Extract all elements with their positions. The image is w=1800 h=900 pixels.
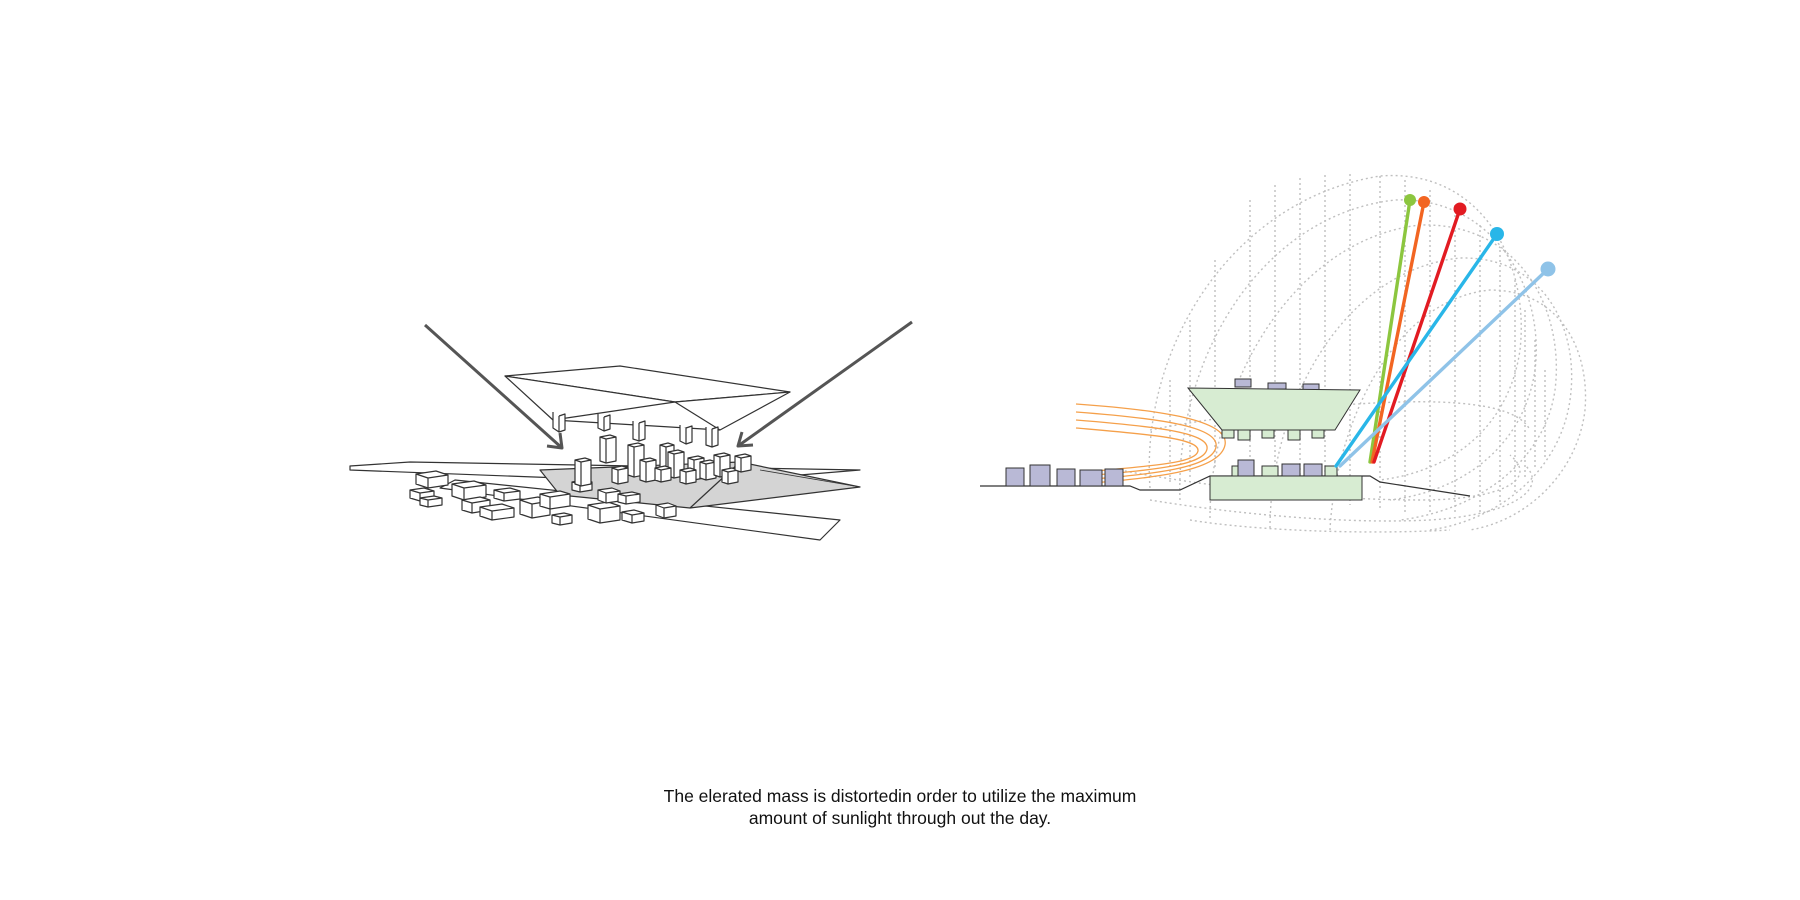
caption-line-1: The elerated mass is distortedin order t… <box>663 786 1137 806</box>
sun-ray-green <box>1368 198 1412 464</box>
sun-dot-lightblue <box>1540 261 1556 277</box>
sun-path-arcs <box>1119 174 1587 533</box>
arrow-left <box>423 323 564 450</box>
sun-dot-green <box>1404 194 1416 206</box>
sun-dot-red <box>1453 202 1467 216</box>
elevated-mass-section <box>1186 378 1361 441</box>
sun-ray-cyan <box>1334 232 1499 468</box>
podium <box>1209 459 1363 501</box>
sun-ray-red <box>1372 207 1462 464</box>
sun-dot-orange <box>1418 196 1430 208</box>
compression-arrows <box>423 320 913 450</box>
caption-line-2: amount of sunlight through out the day. <box>748 808 1052 828</box>
massing-diagram <box>349 320 913 541</box>
wind-lines <box>1075 403 1226 485</box>
sun-ray-orange <box>1370 200 1426 464</box>
sun-dot-cyan <box>1490 227 1504 241</box>
context-buildings <box>1005 464 1124 487</box>
sun-path-diagram <box>980 174 1587 533</box>
context-blocks <box>409 434 752 526</box>
elevated-mass <box>504 365 791 448</box>
sun-rays <box>1334 194 1556 468</box>
section-ground <box>980 475 1471 497</box>
diagram-caption: The elerated mass is distortedin order t… <box>560 785 1240 829</box>
arrow-right <box>737 320 913 448</box>
sun-ray-lightblue <box>1338 267 1550 468</box>
